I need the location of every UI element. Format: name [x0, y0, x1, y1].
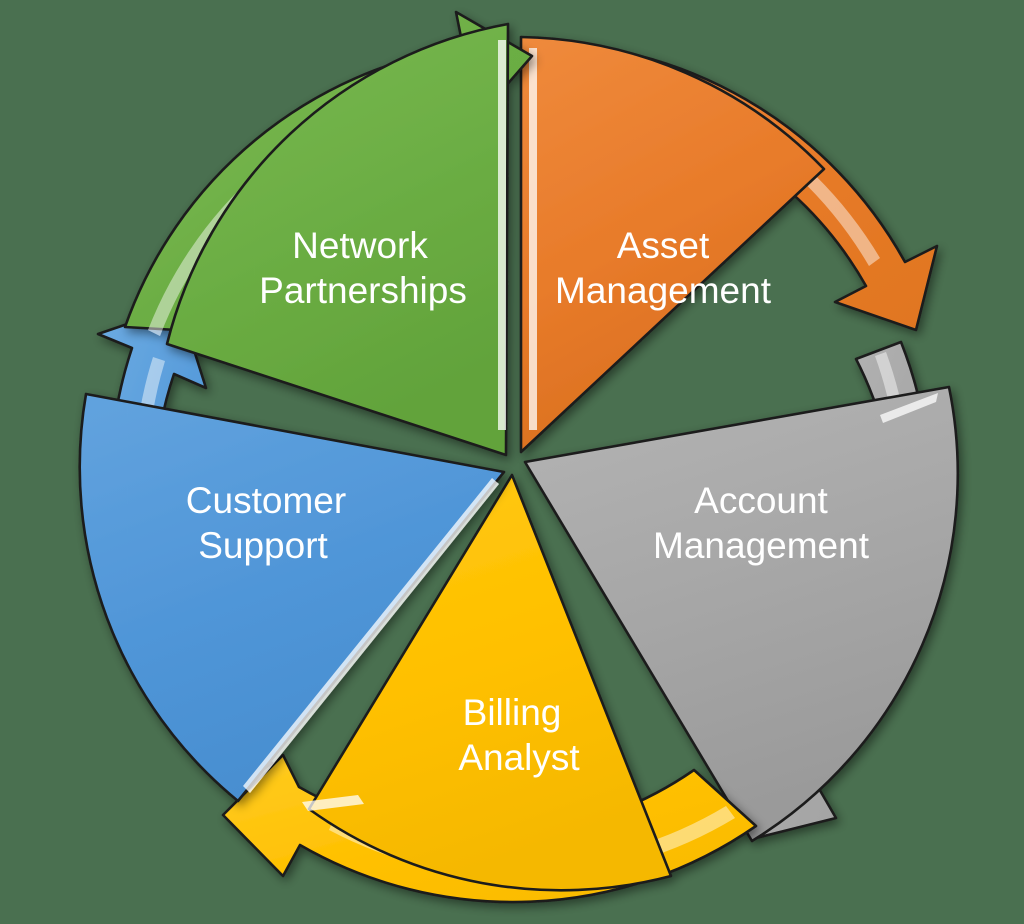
- label-network-partnerships-line2: Partnerships: [259, 270, 467, 311]
- wedge-gloss-billing: [302, 795, 364, 811]
- segment-billing-analyst[interactable]: [221, 473, 758, 904]
- label-billing-analyst-line1: Billing: [463, 692, 562, 733]
- label-account-management: Account: [694, 480, 828, 521]
- label-asset-management-line2: Management: [555, 270, 772, 311]
- segment-labels: Asset Management Account Management Bill…: [186, 225, 870, 778]
- segment-wedge-asset-management: [519, 35, 826, 454]
- segment-account-management[interactable]: [523, 340, 960, 843]
- segment-wedge-billing-analyst: [307, 473, 673, 892]
- label-network-partnerships-line1: Network: [292, 225, 428, 266]
- wedge-gloss-asset: [529, 48, 537, 430]
- label-billing-analyst: Billing: [463, 692, 562, 733]
- label-account-management-line2: Management: [653, 525, 870, 566]
- label-network-partnerships: Network: [292, 225, 428, 266]
- label-network-partnerships-2: Partnerships: [259, 270, 467, 311]
- label-asset-management: Asset: [617, 225, 710, 266]
- label-customer-support-line1: Customer: [186, 480, 346, 521]
- label-account-management-line1: Account: [694, 480, 828, 521]
- label-account-management-2: Management: [653, 525, 870, 566]
- segment-asset-management[interactable]: [519, 35, 939, 454]
- segment-wedge-customer-support: [78, 392, 506, 803]
- segment-wedge-account-management: [523, 385, 960, 843]
- label-billing-analyst-2: Analyst: [458, 737, 580, 778]
- label-customer-support-line2: Support: [198, 525, 328, 566]
- segment-wedge-network-partnerships: [165, 22, 510, 457]
- wedge-gloss-account: [880, 393, 938, 423]
- wedge-gloss-network: [498, 40, 506, 430]
- wedge-gloss-customer: [243, 478, 499, 793]
- segment-network-partnerships[interactable]: [123, 10, 534, 457]
- label-asset-management-line1: Asset: [617, 225, 710, 266]
- label-billing-analyst-line2: Analyst: [458, 737, 580, 778]
- label-asset-management-2: Management: [555, 270, 772, 311]
- label-customer-support: Customer: [186, 480, 346, 521]
- segment-customer-support[interactable]: [78, 304, 506, 803]
- label-customer-support-2: Support: [198, 525, 328, 566]
